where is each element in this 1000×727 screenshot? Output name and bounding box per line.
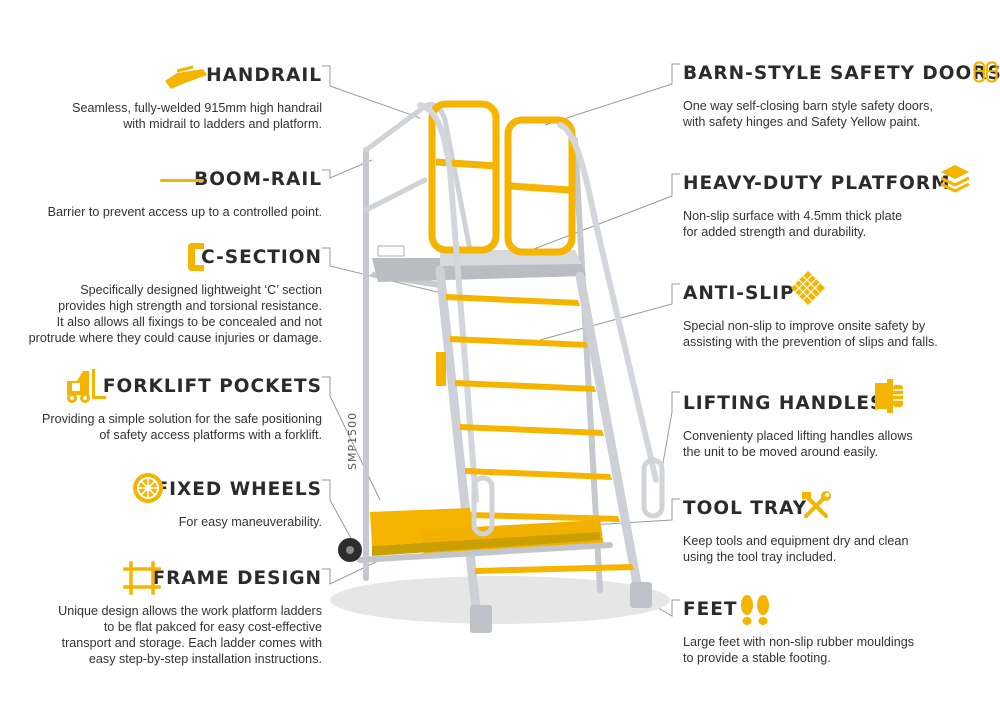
leader-c-section	[322, 247, 471, 301]
feature-heavy-duty-platform: HEAVY-DUTY PLATFORM Non-slip surface wit…	[683, 172, 951, 240]
feature-title: FEET	[683, 599, 738, 620]
feature-fixed-wheels: FIXED WHEELS For easy maneuverability.	[156, 478, 323, 530]
feature-description: Special non-slip to improve onsite safet…	[683, 319, 938, 349]
feature-feet: FEET Large feet with non-slip rubber mou…	[683, 598, 914, 666]
feature-title: BARN-STYLE SAFETY DOORS	[683, 63, 1000, 84]
doors-icon	[973, 61, 998, 83]
footprints-icon	[738, 594, 772, 626]
hand-grip-icon	[873, 377, 905, 415]
feature-title: HEAVY-DUTY PLATFORM	[683, 173, 951, 194]
leader-anti-slip	[539, 283, 680, 341]
feature-title: TOOL TRAY	[683, 498, 808, 519]
leader-handrail	[322, 65, 421, 119]
feature-boom-rail: BOOM-RAIL Barrier to prevent access up t…	[48, 168, 322, 220]
feature-description: Large feet with non-slip rubber moulding…	[683, 635, 915, 665]
feature-description: Providing a simple solution for the safe…	[41, 412, 322, 442]
feature-title: C-SECTION	[201, 247, 322, 268]
feature-description: One way self-closing barn style safety d…	[683, 99, 933, 129]
layers-icon	[939, 163, 971, 195]
leader-platform	[499, 173, 680, 263]
forklift-icon	[63, 367, 107, 405]
feature-description: Barrier to prevent access up to a contro…	[47, 205, 322, 219]
feature-handrail: HANDRAIL Seamless, fully-welded 915mm hi…	[72, 64, 322, 132]
leader-tool-tray	[589, 498, 680, 526]
feature-title: LIFTING HANDLES	[683, 393, 885, 414]
tools-icon	[800, 490, 832, 522]
feature-description: Specifically designed lightweight ‘C’ se…	[28, 283, 322, 345]
feature-title: ANTI-SLIP	[683, 283, 795, 304]
frame-icon	[123, 561, 161, 595]
feature-title: FORKLIFT POCKETS	[102, 376, 322, 397]
leader-wheels	[322, 479, 353, 541]
feature-forklift-pockets: FORKLIFT POCKETS Providing a simple solu…	[42, 375, 322, 443]
wheel-icon	[132, 472, 164, 504]
feature-barn-doors: BARN-STYLE SAFETY DOORS One way self-clo…	[683, 62, 1000, 130]
model-label: SMP1500	[346, 412, 359, 470]
leader-forklift	[322, 376, 381, 501]
feature-tool-tray: TOOL TRAY Keep tools and equipment dry a…	[683, 497, 908, 565]
feature-anti-slip: ANTI-SLIP Special non-slip to improve on…	[683, 282, 938, 350]
feature-title: BOOM-RAIL	[194, 169, 322, 190]
leader-frame	[322, 559, 381, 585]
handrail-icon	[163, 65, 209, 91]
feature-title: HANDRAIL	[206, 65, 322, 86]
c-section-icon	[186, 241, 206, 273]
feature-c-section: C-SECTION Specifically designed lightwei…	[29, 246, 322, 346]
barn-door-left	[428, 100, 500, 254]
feature-frame-design: FRAME DESIGN Unique design allows the wo…	[58, 567, 322, 667]
feature-title: FIXED WHEELS	[155, 479, 322, 500]
leader-handles	[659, 391, 680, 481]
feature-description: Unique design allows the work platform l…	[58, 604, 322, 666]
feature-title: FRAME DESIGN	[152, 568, 322, 589]
boom-rail-icon	[160, 177, 204, 185]
barn-door-right	[504, 116, 576, 256]
feature-lifting-handles: LIFTING HANDLES Convenienty placed lifti…	[683, 392, 913, 460]
anti-slip-icon	[790, 270, 826, 306]
feature-description: Non-slip surface with 4.5mm thick plate …	[683, 209, 903, 239]
leader-doors	[544, 63, 680, 126]
feature-description: Convenienty placed lifting handles allow…	[683, 429, 913, 459]
leader-boom-rail	[322, 159, 373, 179]
feature-description: Keep tools and equipment dry and clean u…	[683, 534, 909, 564]
feature-description: Seamless, fully-welded 915mm high handra…	[72, 101, 322, 131]
feature-description: For easy maneuverability.	[178, 515, 322, 529]
